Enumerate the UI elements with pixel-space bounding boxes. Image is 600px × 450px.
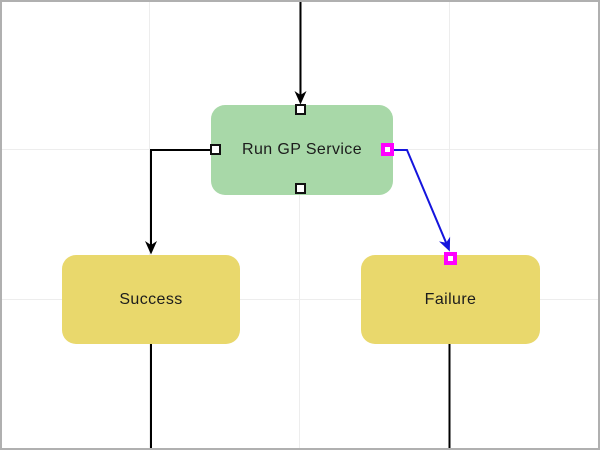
port-run-gp-service-bottom[interactable] <box>295 183 306 194</box>
node-success-label: Success <box>119 290 183 308</box>
port-run-gp-service-top[interactable] <box>295 104 306 115</box>
node-failure[interactable]: Failure <box>361 255 540 344</box>
node-run-gp-service[interactable]: Run GP Service <box>211 105 393 195</box>
node-failure-label: Failure <box>424 290 477 308</box>
selection-handle-failure-top[interactable] <box>444 252 457 265</box>
connector-top-to-rungpservice[interactable] <box>294 0 307 105</box>
connector-rungpservice-to-failure-selected[interactable] <box>394 149 451 252</box>
port-run-gp-service-left[interactable] <box>210 144 221 155</box>
selection-handle-run-gp-service-right[interactable] <box>381 143 394 156</box>
node-run-gp-service-label: Run GP Service <box>241 141 363 158</box>
node-success[interactable]: Success <box>62 255 240 344</box>
connector-rungpservice-to-success[interactable] <box>145 149 210 255</box>
